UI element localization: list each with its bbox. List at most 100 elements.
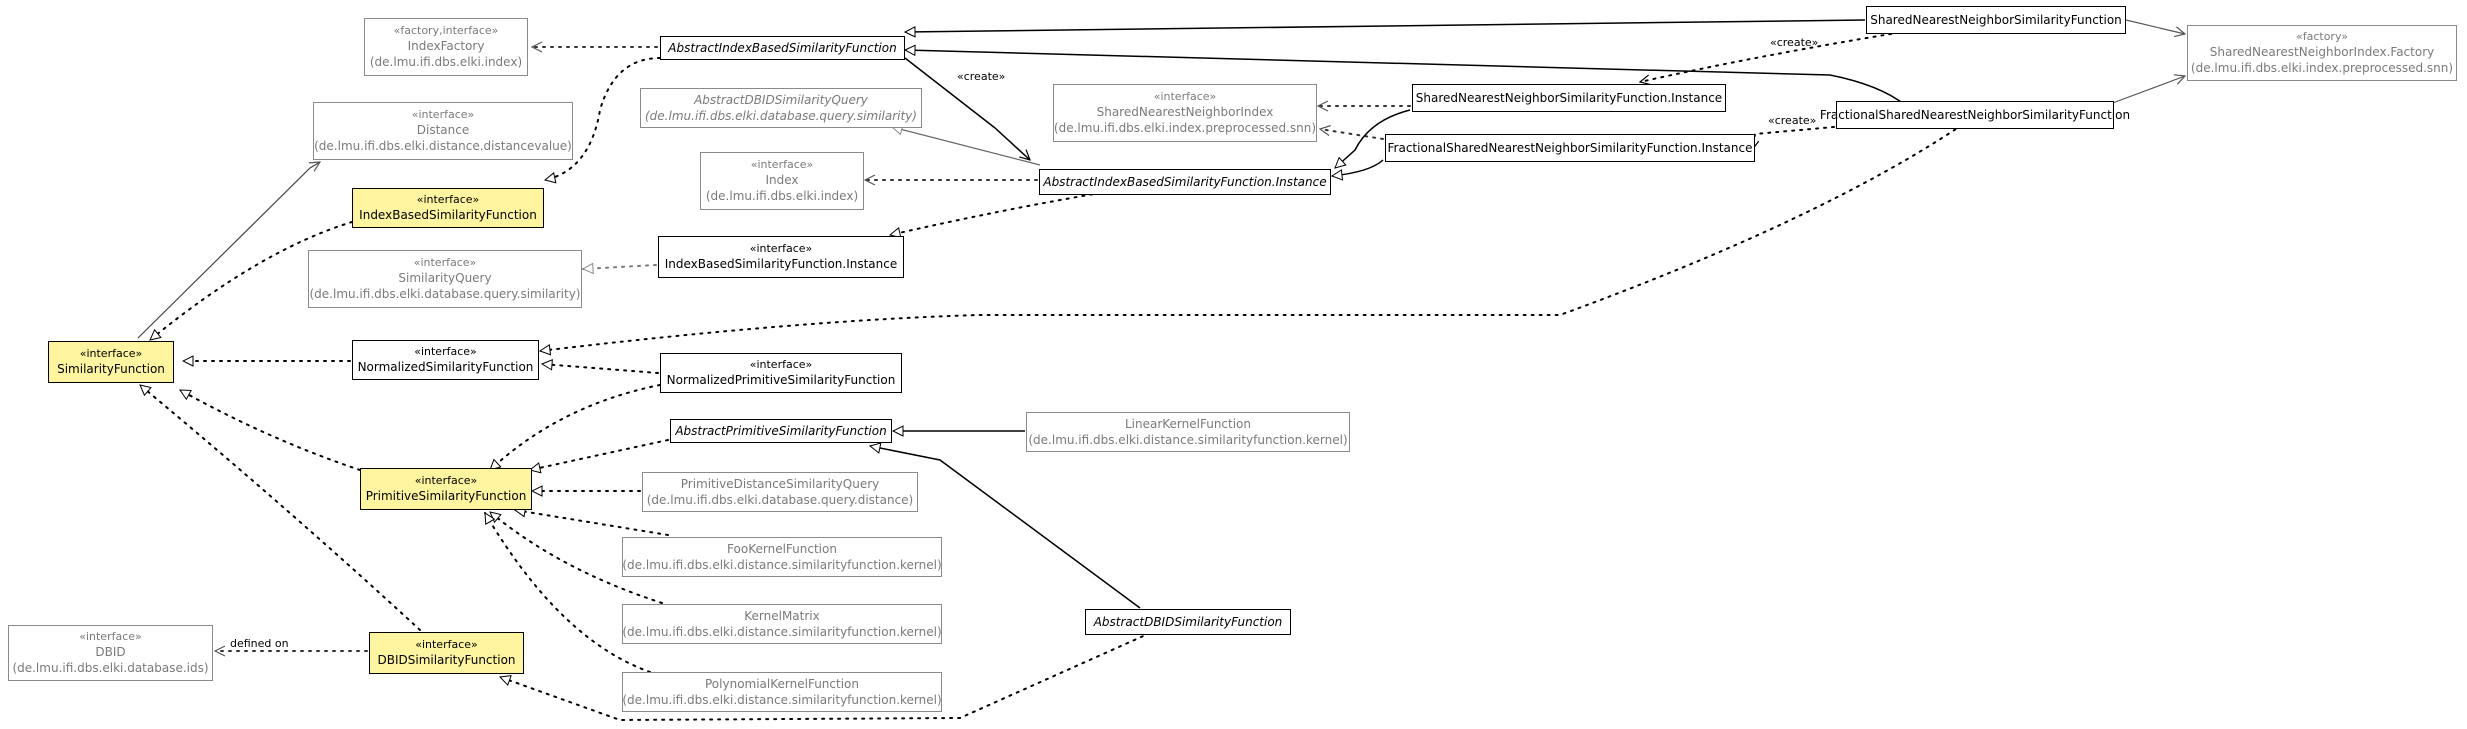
class-name: SimilarityQuery	[398, 271, 492, 285]
stereotype: «interface»	[1153, 90, 1217, 103]
node-index-factory[interactable]: «factory,interface» IndexFactory (de.lmu…	[364, 18, 528, 76]
class-name: FooKernelFunction	[727, 542, 837, 556]
class-name: Index	[765, 173, 799, 187]
node-polynomial-kernel-function[interactable]: PolynomialKernelFunction (de.lmu.ifi.dbs…	[622, 672, 942, 712]
stereotype: «interface»	[411, 108, 475, 121]
class-name: IndexFactory	[407, 39, 485, 53]
edge-frac-normsim	[540, 124, 1963, 351]
stereotype: «interface»	[79, 630, 142, 643]
node-dbid[interactable]: «interface» DBID (de.lmu.ifi.dbs.elki.da…	[8, 625, 213, 681]
edge-absinst-idxinst	[890, 192, 1101, 235]
package-name: (de.lmu.ifi.dbs.elki.distance.similarity…	[622, 558, 942, 572]
node-abstract-index-based-similarity-function[interactable]: AbstractIndexBasedSimilarityFunction	[660, 36, 905, 60]
node-similarity-function[interactable]: «interface» SimilarityFunction	[48, 341, 174, 383]
node-snn-similarity-function[interactable]: SharedNearestNeighborSimilarityFunction	[1866, 6, 2126, 34]
class-name: SharedNearestNeighborSimilarityFunction.…	[1415, 91, 1723, 105]
package-name: (de.lmu.ifi.dbs.elki.index.preprocessed.…	[1053, 121, 1317, 135]
edge-foo-primsim	[515, 510, 669, 536]
stereotype: «interface»	[413, 256, 477, 269]
edge-fracinst-snnindex	[1320, 129, 1384, 140]
node-linear-kernel-function[interactable]: LinearKernelFunction (de.lmu.ifi.dbs.elk…	[1026, 412, 1350, 452]
label-create-frac: «create»	[1768, 114, 1817, 127]
class-name: Distance	[416, 123, 470, 137]
stereotype: «interface»	[749, 358, 813, 371]
edge-absdbid-dbidsim	[500, 632, 1151, 722]
edge-kmatrix-primsim	[489, 511, 663, 604]
package-name: (de.lmu.ifi.dbs.elki.database.query.dist…	[646, 493, 914, 507]
package-name: (de.lmu.ifi.dbs.elki.distance.similarity…	[622, 693, 942, 707]
class-name: IndexBasedSimilarityFunction	[359, 208, 537, 222]
node-index-based-similarity-instance[interactable]: «interface» IndexBasedSimilarityFunction…	[658, 236, 904, 278]
node-abstract-dbid-similarity-function[interactable]: AbstractDBIDSimilarityFunction	[1085, 609, 1291, 635]
class-name: SharedNearestNeighborSimilarityFunction	[1870, 13, 2122, 27]
label-create-absidx: «create»	[957, 70, 1006, 83]
edge-primsim-simfn	[179, 389, 361, 471]
stereotype: «factory»	[2295, 30, 2348, 43]
edge-snn-create-inst	[1640, 29, 1916, 82]
stereotype: «interface»	[414, 474, 478, 487]
node-primitive-similarity-function[interactable]: «interface» PrimitiveSimilarityFunction	[360, 468, 532, 510]
node-primitive-distance-similarity-query[interactable]: PrimitiveDistanceSimilarityQuery (de.lmu…	[642, 472, 918, 512]
node-index-based-similarity-function[interactable]: «interface» IndexBasedSimilarityFunction	[352, 188, 544, 228]
class-name: AbstractDBIDSimilarityQuery	[694, 93, 868, 107]
class-name: LinearKernelFunction	[1124, 417, 1252, 431]
package-name: (de.lmu.ifi.dbs.elki.database.query.simi…	[309, 287, 581, 301]
node-abstract-dbid-similarity-query[interactable]: AbstractDBIDSimilarityQuery (de.lmu.ifi.…	[640, 88, 922, 128]
class-name: NormalizedPrimitiveSimilarityFunction	[666, 373, 896, 387]
package-name: (de.lmu.ifi.dbs.elki.distance.distanceva…	[314, 139, 572, 153]
package-name: (de.lmu.ifi.dbs.elki.distance.similarity…	[622, 625, 942, 639]
edge-fracinst-absinst	[1332, 159, 1384, 176]
node-distance[interactable]: «interface» Distance (de.lmu.ifi.dbs.elk…	[313, 102, 573, 160]
class-name: PolynomialKernelFunction	[705, 677, 859, 691]
edge-dbidsim-simfn	[139, 384, 421, 631]
node-kernel-matrix[interactable]: KernelMatrix (de.lmu.ifi.dbs.elki.distan…	[622, 604, 942, 644]
edge-frac-absidx	[905, 50, 1906, 106]
class-name: FractionalSharedNearestNeighborSimilarit…	[1387, 141, 1753, 155]
class-name: AbstractPrimitiveSimilarityFunction	[675, 424, 887, 438]
package-name: (de.lmu.ifi.dbs.elki.index.preprocessed.…	[2190, 61, 2454, 75]
stereotype: «interface»	[414, 345, 477, 358]
label-create-snn: «create»	[1770, 36, 1819, 49]
stereotype: «interface»	[749, 242, 813, 255]
node-fractional-snn-similarity-instance[interactable]: FractionalSharedNearestNeighborSimilarit…	[1385, 134, 1755, 162]
node-snn-index[interactable]: «interface» SharedNearestNeighborIndex (…	[1053, 84, 1317, 142]
edge-frac-create-inst	[1752, 126, 1835, 150]
package-name: (de.lmu.ifi.dbs.elki.database.query.simi…	[645, 109, 917, 123]
node-abstract-index-based-similarity-instance[interactable]: AbstractIndexBasedSimilarityFunction.Ins…	[1039, 169, 1331, 195]
node-dbid-similarity-function[interactable]: «interface» DBIDSimilarityFunction	[369, 632, 524, 674]
edge-snn-absidx	[905, 19, 1866, 32]
class-name: DBID	[95, 645, 126, 659]
class-name: KernelMatrix	[744, 609, 820, 623]
class-name: FractionalSharedNearestNeighborSimilarit…	[1819, 108, 2131, 122]
class-name: NormalizedSimilarityFunction	[357, 360, 534, 374]
package-name: (de.lmu.ifi.dbs.elki.index)	[705, 189, 859, 203]
edge-absinst-dbidq	[892, 127, 1041, 166]
node-fractional-snn-similarity-function[interactable]: FractionalSharedNearestNeighborSimilarit…	[1820, 101, 2130, 129]
node-snn-similarity-instance[interactable]: SharedNearestNeighborSimilarityFunction.…	[1412, 84, 1726, 112]
stereotype: «interface»	[750, 158, 814, 171]
edge-normprim-primsim	[489, 384, 661, 471]
edge-absprim-primsim	[530, 439, 669, 470]
stereotype: «interface»	[79, 347, 143, 360]
node-normalized-similarity-function[interactable]: «interface» NormalizedSimilarityFunction	[352, 340, 539, 380]
node-similarity-query[interactable]: «interface» SimilarityQuery (de.lmu.ifi.…	[308, 250, 582, 308]
edge-snninst-absinst	[1335, 109, 1411, 168]
class-name: DBIDSimilarityFunction	[377, 653, 516, 667]
node-abstract-primitive-similarity-function[interactable]: AbstractPrimitiveSimilarityFunction	[670, 419, 892, 443]
node-foo-kernel-function[interactable]: FooKernelFunction (de.lmu.ifi.dbs.elki.d…	[622, 537, 942, 577]
class-name: AbstractIndexBasedSimilarityFunction.Ins…	[1043, 175, 1327, 189]
node-normalized-primitive-similarity-function[interactable]: «interface» NormalizedPrimitiveSimilarit…	[660, 353, 902, 393]
stereotype: «factory,interface»	[393, 24, 499, 37]
stereotype: «interface»	[415, 638, 478, 651]
node-index[interactable]: «interface» Index (de.lmu.ifi.dbs.elki.i…	[700, 152, 864, 210]
edge-idxinst-simquery	[583, 265, 657, 269]
package-name: (de.lmu.ifi.dbs.elki.index)	[369, 55, 523, 69]
edge-absdbid-absprim	[870, 446, 1141, 609]
package-name: (de.lmu.ifi.dbs.elki.distance.similarity…	[1028, 433, 1348, 447]
class-name: AbstractDBIDSimilarityFunction	[1093, 615, 1283, 629]
class-name: PrimitiveDistanceSimilarityQuery	[680, 477, 880, 491]
edge-normprim-normsim	[542, 364, 659, 374]
node-snn-index-factory[interactable]: «factory» SharedNearestNeighborIndex.Fac…	[2187, 25, 2457, 81]
